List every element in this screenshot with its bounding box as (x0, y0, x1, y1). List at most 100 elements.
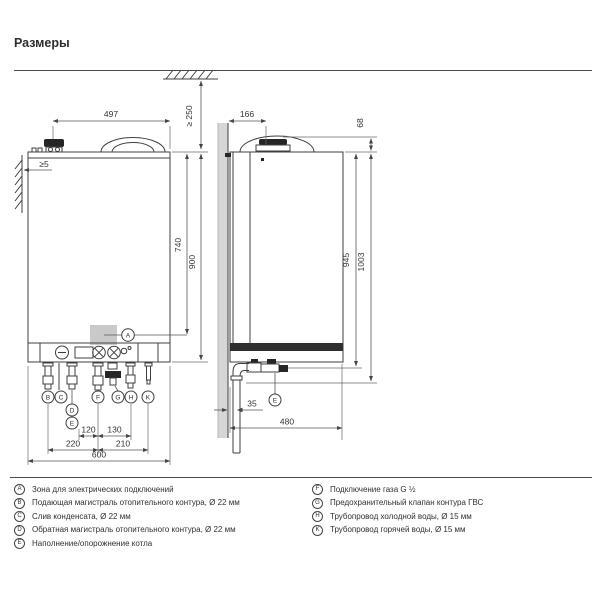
label-h: H (129, 394, 134, 401)
dim-497: 497 (52, 109, 171, 149)
base-band (230, 343, 343, 351)
label-e-circle (65, 416, 79, 430)
control-panel (28, 342, 170, 362)
label-g-circle (111, 390, 125, 404)
dim-900-label: 900 (187, 255, 197, 269)
valve-knob (92, 345, 106, 360)
dim-945-label: 945 (341, 253, 351, 267)
boiler-side-body (229, 151, 344, 363)
dome-inner (111, 142, 155, 153)
dim-166: 166 (228, 109, 267, 144)
label-b: B (46, 394, 51, 401)
legend-text-b: Подающая магистраль отопительного контур… (32, 498, 240, 508)
small-fitting (120, 347, 128, 355)
label-e-side-letter: E (273, 397, 278, 404)
dim-740-label: 740 (173, 238, 183, 252)
legend-key-h: H (312, 511, 323, 523)
label-b-circle (41, 390, 55, 404)
page-title: Размеры (14, 36, 70, 50)
pipe-k (144, 362, 153, 385)
valve-knob (107, 345, 121, 360)
legend-key-b: B (14, 497, 25, 509)
legend-item: C Слив конденсата, Ø 22 мм (14, 511, 294, 523)
legend-column-left: A Зона для электрических подключений B П… (14, 484, 294, 552)
label-f: F (96, 394, 100, 401)
dim-166-label: 166 (240, 109, 254, 119)
vent (31, 147, 37, 153)
legend-text-d: Обратная магистраль отопительного контур… (32, 525, 236, 535)
dim-68: 68 (283, 118, 377, 153)
dim-35-label: 35 (247, 399, 257, 409)
label-c-circle (54, 390, 68, 404)
dim-480: 480 (229, 364, 343, 440)
dim-220-label: 220 (66, 439, 80, 449)
pipe-f (92, 362, 104, 391)
label-k-circle (141, 390, 155, 404)
dim-1003-label: 1003 (356, 252, 366, 271)
wall (217, 123, 229, 438)
legend-text-e: Наполнение/опорожнение котла (32, 538, 153, 548)
label-k: K (146, 394, 151, 401)
flue-cap (44, 139, 64, 153)
legend-key-e: E (14, 538, 25, 550)
pressure-gauge (55, 345, 69, 360)
label-g: G (115, 394, 120, 401)
label-e: E (70, 420, 75, 427)
dim-900: 900 (172, 153, 208, 363)
legend-text-a: Зона для электрических подключений (32, 484, 174, 494)
label-a: A (126, 332, 131, 339)
label-h-circle (124, 390, 138, 404)
dim-5: ≥5 (23, 159, 52, 172)
legend-text-g: Предохранительный клапан контура ГВС (330, 498, 484, 508)
drain-assembly (230, 359, 288, 454)
legend-rule (10, 477, 592, 478)
dim-120-label: 120 (81, 425, 95, 435)
front-view: 497 ≥ 250 ≥5 A (14, 69, 218, 465)
legend-item: K Трубопровод горячей воды, Ø 15 мм (312, 524, 592, 536)
dome-outer (100, 137, 166, 153)
valve-g (105, 362, 121, 386)
legend-text-h: Трубопровод холодной воды, Ø 15 мм (330, 511, 472, 521)
dim-480-label: 480 (280, 417, 294, 427)
electrical-zone: A (90, 325, 187, 345)
dim-35: 35 (214, 399, 263, 413)
dim-740: 740 (173, 153, 189, 335)
legend-item: F Подключение газа G ½ (312, 484, 592, 495)
legend-item: E Наполнение/опорожнение котла (14, 538, 294, 550)
dim-210-label: 210 (116, 439, 130, 449)
pipe-b (42, 362, 54, 390)
dim-5-label: ≥5 (39, 159, 49, 169)
dim-1003: 1003 (246, 153, 377, 384)
legend-item: A Зона для электрических подключений (14, 484, 294, 495)
label-e-side-circle (268, 393, 282, 407)
mount-bracket (225, 153, 231, 157)
flue-cap-side (259, 139, 287, 145)
left-wall-hatch (14, 155, 23, 213)
label-d: D (70, 407, 75, 414)
legend-key-k: K (312, 524, 323, 536)
vent (37, 147, 43, 153)
ceiling-hatch (163, 69, 218, 80)
legend-key-f: F (312, 484, 323, 495)
dim-250: ≥ 250 (172, 80, 208, 153)
clip (261, 158, 264, 161)
legend-item: G Предохранительный клапан контура ГВС (312, 497, 592, 509)
label-f-circle (91, 390, 105, 404)
dim-497-label: 497 (104, 109, 118, 119)
pipe-h (125, 362, 136, 389)
legend-text-f: Подключение газа G ½ (330, 484, 416, 494)
legend-column-right: F Подключение газа G ½ G Предохранительн… (312, 484, 592, 538)
dim-130-label: 130 (107, 425, 121, 435)
legend-text-c: Слив конденсата, Ø 22 мм (32, 511, 131, 521)
legend-item: D Обратная магистраль отопительного конт… (14, 524, 294, 536)
legend-text-k: Трубопровод горячей воды, Ø 15 мм (330, 525, 466, 535)
legend-item: H Трубопровод холодной воды, Ø 15 мм (312, 511, 592, 523)
small-fitting (127, 346, 132, 350)
connection-labels: B C D E F G H K (41, 385, 155, 430)
legend-key-d: D (14, 524, 25, 536)
label-c: C (59, 394, 64, 401)
label-d-circle (65, 403, 79, 417)
legend-key-g: G (312, 497, 323, 509)
label-a-circle (121, 328, 135, 342)
